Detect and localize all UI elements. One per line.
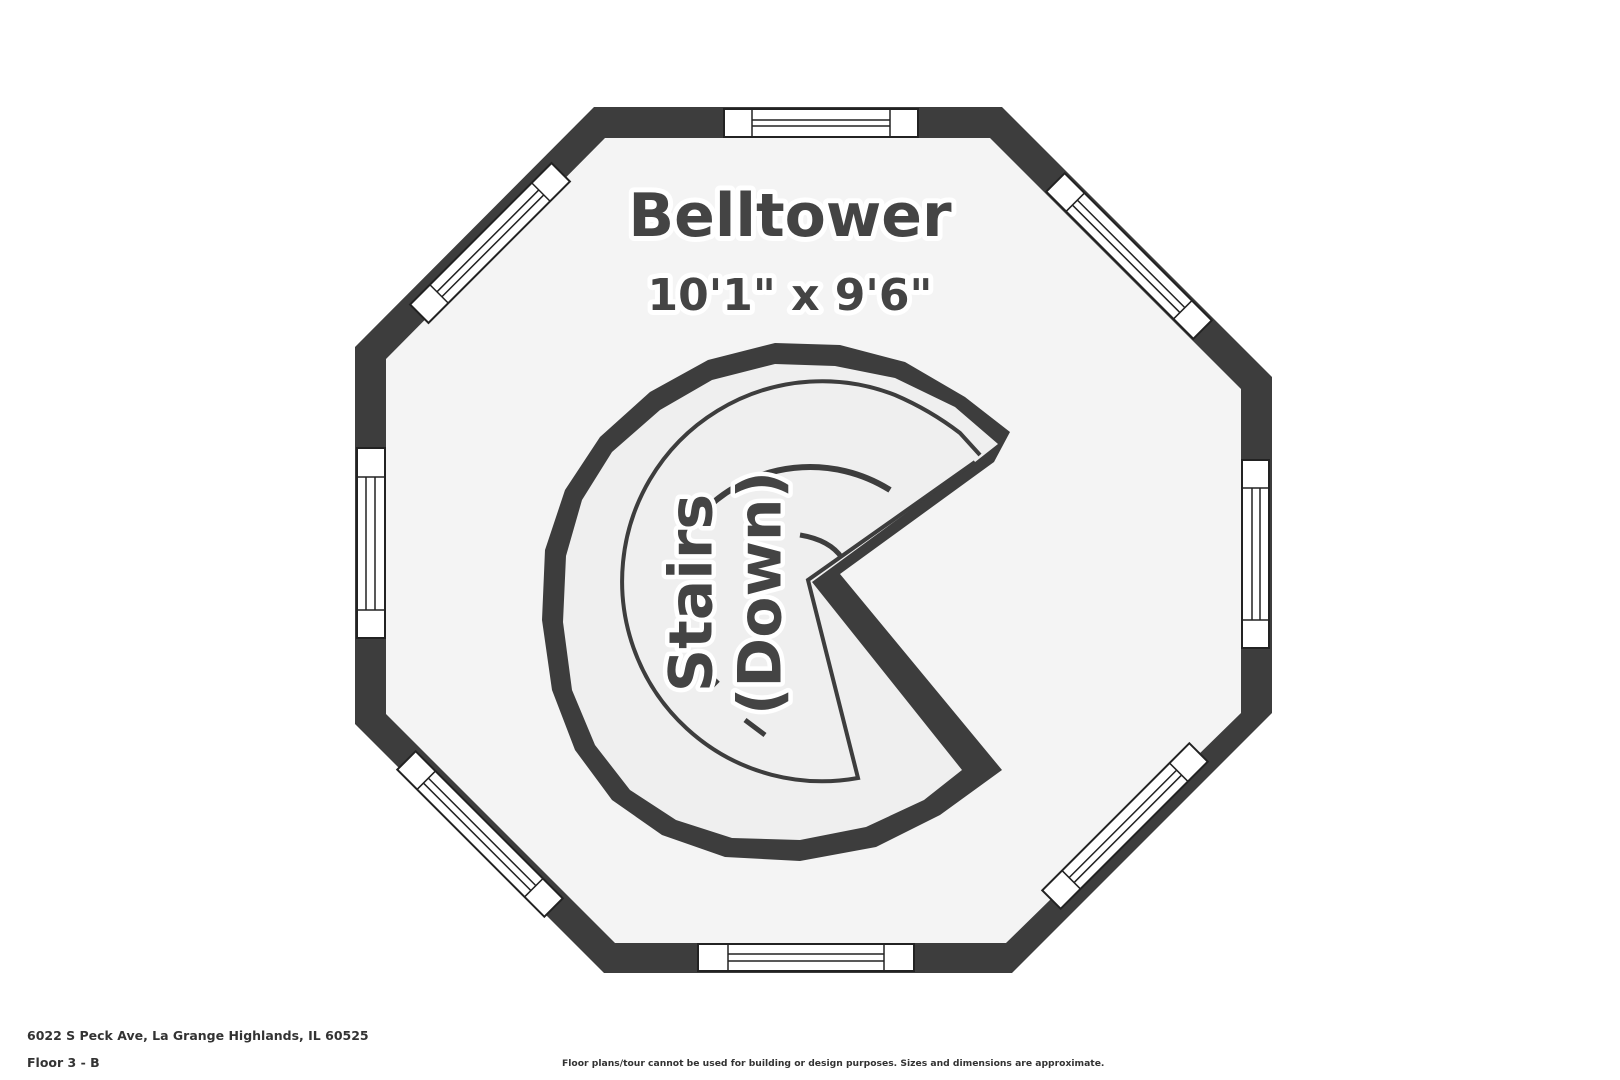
- stairs-direction-label: (Down): [726, 471, 796, 715]
- stair-tread-area: [563, 364, 998, 840]
- room-name: Belltower: [628, 181, 952, 251]
- stairs-label: Stairs: [657, 494, 727, 692]
- stair-center-post: [799, 532, 845, 560]
- window-right: [1241, 459, 1270, 649]
- window-bottom-left: [395, 749, 565, 919]
- floor-label: Floor 3 - B: [27, 1055, 100, 1070]
- stair-tread-mark: [743, 718, 767, 737]
- spiral-stairs: [542, 343, 1010, 861]
- window-bottom: [697, 943, 915, 972]
- property-address: 6022 S Peck Ave, La Grange Highlands, IL…: [27, 1028, 369, 1043]
- stair-inner-rail: [620, 379, 982, 784]
- window-left: [356, 447, 386, 639]
- room-dimensions: 10'1" x 9'6": [648, 270, 933, 321]
- window-bottom-right: [1040, 741, 1210, 911]
- window-top: [723, 108, 919, 138]
- disclaimer: Floor plans/tour cannot be used for buil…: [562, 1058, 1105, 1069]
- window-top-left: [408, 161, 572, 325]
- stair-tread-mark-2: [706, 678, 720, 692]
- stair-center-arc: [702, 464, 892, 513]
- window-top-right: [1044, 171, 1214, 341]
